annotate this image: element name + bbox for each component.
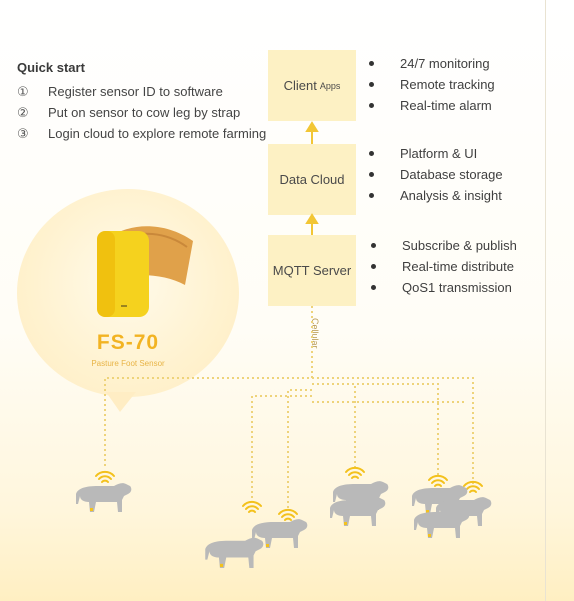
foot-sensor-icon: [97, 226, 193, 317]
feature-item: Platform & UI: [369, 143, 503, 164]
wifi-signal-icon: [463, 480, 483, 493]
wifi-signal-icon: [345, 466, 365, 479]
arrow-head-icon: [305, 121, 319, 132]
feature-text: Database storage: [400, 167, 503, 182]
cellular-links: [104, 306, 474, 510]
cow-icon: [330, 497, 386, 526]
client-features: 24/7 monitoring Remote tracking Real-tim…: [369, 53, 495, 116]
feature-text: Platform & UI: [400, 146, 478, 161]
cow-icon: [414, 509, 470, 538]
bullet-icon: [371, 243, 376, 248]
feature-item: Analysis & insight: [369, 185, 503, 206]
cow-icon: [205, 537, 264, 569]
mqtt-features: Subscribe & publish Real-time distribute…: [371, 235, 517, 298]
feature-item: Subscribe & publish: [371, 235, 517, 256]
data-cloud-label: Data Cloud: [279, 172, 345, 187]
client-apps-box: Client Apps: [268, 50, 356, 121]
quick-start-title: Quick start: [17, 60, 85, 75]
step-number: ③: [17, 125, 29, 141]
step-text: Put on sensor to cow leg by strap: [48, 105, 241, 120]
link-cow-2: [251, 395, 312, 498]
link-cow-4: [312, 383, 356, 468]
data-cloud-box: Data Cloud: [268, 144, 356, 215]
sensor-description: Pasture Foot Sensor: [91, 359, 165, 368]
cloud-features: Platform & UI Database storage Analysis …: [369, 143, 503, 206]
bubble-tail: [106, 392, 136, 412]
link-cow-3: [287, 389, 312, 510]
feature-text: QoS1 transmission: [402, 280, 512, 295]
feature-text: Real-time distribute: [402, 259, 514, 274]
arrow-head-icon: [305, 213, 319, 224]
client-label-small: Apps: [319, 80, 341, 91]
feature-item: QoS1 transmission: [371, 277, 517, 298]
feature-item: Remote tracking: [369, 74, 495, 95]
mqtt-label: MQTT Server: [272, 263, 352, 278]
bullet-icon: [369, 193, 374, 198]
wifi-signal-icon: [428, 474, 448, 487]
bullet-icon: [369, 61, 374, 66]
feature-item: Real-time distribute: [371, 256, 517, 277]
wifi-signal-icon: [278, 508, 298, 521]
step-text: Register sensor ID to software: [48, 84, 223, 99]
sensor-model: FS-70: [96, 331, 160, 354]
wifi-signal-icon: [242, 500, 262, 513]
feature-text: Subscribe & publish: [402, 238, 517, 253]
feature-item: Real-time alarm: [369, 95, 495, 116]
step-number: ①: [17, 83, 29, 99]
link-cow-5: [312, 383, 439, 478]
feature-text: 24/7 monitoring: [400, 56, 490, 71]
quick-start-step: ② Put on sensor to cow leg by strap: [17, 102, 266, 123]
feature-item: Database storage: [369, 164, 503, 185]
bullet-icon: [371, 285, 376, 290]
quick-start-step: ① Register sensor ID to software: [17, 81, 266, 102]
bullet-icon: [369, 103, 374, 108]
quick-start-step: ③ Login cloud to explore remote farming: [17, 123, 266, 144]
bullet-icon: [369, 82, 374, 87]
step-number: ②: [17, 104, 29, 120]
link-right-top: [312, 377, 474, 485]
bullet-icon: [369, 151, 374, 156]
bullet-icon: [369, 172, 374, 177]
feature-item: 24/7 monitoring: [369, 53, 495, 74]
quick-start: Quick start ① Register sensor ID to soft…: [17, 60, 266, 144]
cow-icon: [76, 483, 132, 512]
link-cow-1: [104, 306, 313, 466]
client-label: Client: [283, 78, 317, 93]
feature-text: Remote tracking: [400, 77, 495, 92]
feature-text: Analysis & insight: [400, 188, 502, 203]
sensor-bubble: FS-70 Pasture Foot Sensor: [17, 189, 239, 397]
feature-text: Real-time alarm: [400, 98, 492, 113]
wifi-signal-icon: [95, 470, 115, 483]
mqtt-server-box: MQTT Server: [268, 235, 356, 306]
bullet-icon: [371, 264, 376, 269]
step-text: Login cloud to explore remote farming: [48, 126, 267, 141]
frame-edge: [545, 0, 546, 601]
